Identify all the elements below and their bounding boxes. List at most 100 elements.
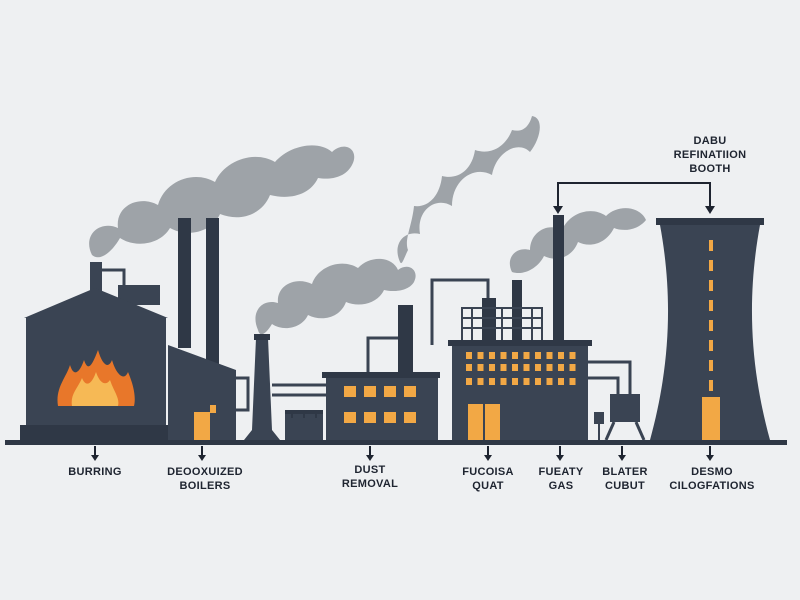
stripe-dash bbox=[709, 340, 713, 351]
window bbox=[512, 352, 518, 359]
window bbox=[546, 378, 553, 385]
window bbox=[558, 378, 564, 385]
stage-label-blater: BLATER CUBUT bbox=[592, 465, 658, 493]
smoke-cloud-right bbox=[509, 208, 646, 274]
dust-factory-windows bbox=[344, 386, 416, 423]
central-pipe-loop bbox=[430, 278, 490, 345]
window bbox=[489, 364, 495, 371]
blater-meter bbox=[594, 412, 604, 424]
window bbox=[535, 352, 541, 359]
furnace-house bbox=[20, 262, 170, 440]
stage-label-burring: BURRING bbox=[55, 465, 135, 479]
window bbox=[523, 378, 530, 385]
central-plant-roofline bbox=[448, 340, 592, 346]
window bbox=[512, 364, 518, 371]
stripe-dash bbox=[709, 240, 713, 251]
stage-label-line: CILOGFATIONS bbox=[669, 480, 755, 492]
stage-label-line: FUCOISA bbox=[462, 466, 514, 478]
stage-label-line: GAS bbox=[548, 480, 574, 492]
dust-factory bbox=[322, 305, 440, 440]
top-label-line: BOOTH bbox=[689, 163, 731, 175]
window bbox=[404, 412, 416, 423]
dust-factory-body bbox=[326, 375, 438, 440]
window bbox=[384, 412, 396, 423]
stripe-dash bbox=[709, 280, 713, 291]
tower-center-stripe bbox=[709, 240, 713, 391]
central-stack-right bbox=[512, 280, 522, 346]
dust-removal-unit bbox=[244, 334, 328, 440]
refination-booth-label: DABU REFINATIION BOOTH bbox=[662, 134, 758, 176]
central-stack-tall bbox=[553, 215, 564, 345]
stage-arrow-head bbox=[556, 455, 564, 461]
window bbox=[523, 364, 530, 371]
stripe-dash bbox=[709, 260, 713, 271]
stage-label-line: FUEATY bbox=[538, 466, 584, 478]
stage-label-boilers: DEOOXUIZED BOILERS bbox=[160, 465, 250, 493]
window bbox=[466, 352, 472, 359]
smoke-cloud-middle bbox=[255, 258, 416, 335]
window bbox=[344, 386, 356, 397]
ground-line bbox=[5, 440, 787, 445]
smoke-cloud-center bbox=[397, 116, 540, 264]
dust-tank bbox=[285, 414, 323, 440]
window bbox=[546, 352, 553, 359]
furnace-vent-block bbox=[118, 285, 160, 305]
boiler-stack-right bbox=[206, 218, 219, 368]
boiler-pipe bbox=[236, 376, 250, 412]
cooling-tower-door bbox=[702, 397, 720, 440]
stripe-dash bbox=[709, 300, 713, 311]
window bbox=[569, 364, 576, 371]
boiler-door bbox=[194, 412, 210, 440]
window bbox=[558, 364, 564, 371]
window bbox=[404, 386, 416, 397]
dust-tower bbox=[244, 338, 280, 440]
cooling-tower bbox=[650, 218, 770, 440]
dust-factory-stack bbox=[398, 305, 413, 380]
window bbox=[477, 378, 484, 385]
top-label-line: REFINATIION bbox=[673, 149, 747, 161]
furnace-base bbox=[20, 425, 170, 440]
boiler-window bbox=[210, 405, 216, 413]
window bbox=[569, 352, 576, 359]
stage-arrow-head bbox=[706, 455, 714, 461]
stripe-dash bbox=[709, 320, 713, 331]
window bbox=[489, 352, 495, 359]
dust-factory-pipe bbox=[366, 336, 398, 372]
window bbox=[489, 378, 495, 385]
smoke-plumes bbox=[89, 116, 646, 335]
connector-arrow-right bbox=[705, 206, 715, 214]
tank-leg bbox=[604, 421, 616, 441]
stage-arrow-head bbox=[366, 455, 374, 461]
stage-label-line: QUAT bbox=[472, 480, 504, 492]
boiler-stack-left bbox=[178, 218, 191, 348]
top-label-line: DABU bbox=[693, 135, 727, 147]
stage-label-fueaty-gas: FUEATY GAS bbox=[526, 465, 596, 493]
window bbox=[558, 352, 564, 359]
window bbox=[466, 378, 472, 385]
blater-unit bbox=[588, 360, 646, 441]
window bbox=[569, 378, 576, 385]
stage-arrow-head bbox=[618, 455, 626, 461]
stage-label-line: DESMO bbox=[691, 466, 733, 478]
window bbox=[364, 412, 376, 423]
blater-tank bbox=[610, 394, 640, 422]
cooling-tower-body bbox=[650, 225, 770, 440]
stage-label-line: DUST bbox=[354, 464, 386, 476]
window bbox=[535, 378, 541, 385]
window bbox=[535, 364, 541, 371]
boiler-house bbox=[168, 218, 250, 440]
window bbox=[500, 378, 507, 385]
blater-pipe bbox=[588, 360, 632, 396]
stage-arrow-head bbox=[484, 455, 492, 461]
stripe-dash bbox=[709, 380, 713, 391]
stage-label-line: CUBUT bbox=[605, 480, 645, 492]
stage-label-line: DEOOXUIZED bbox=[167, 466, 243, 478]
central-plant-windows bbox=[466, 352, 576, 385]
window bbox=[512, 378, 518, 385]
window bbox=[364, 386, 376, 397]
blater-pipe-lower bbox=[588, 376, 620, 396]
connector-arrow-left bbox=[553, 206, 563, 214]
window bbox=[500, 352, 507, 359]
stage-arrows bbox=[91, 446, 714, 461]
